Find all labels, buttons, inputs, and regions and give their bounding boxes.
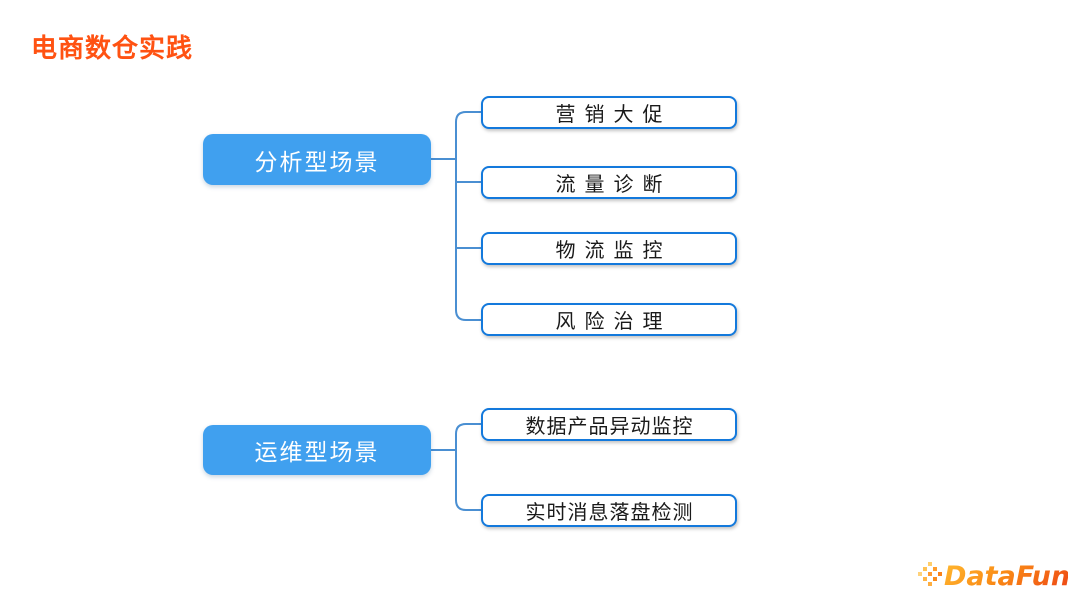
- node-label: 流量诊断: [555, 172, 672, 196]
- node-logistics-monitoring: 物流监控: [481, 232, 737, 265]
- node-data-product-anomaly-monitoring: 数据产品异动监控: [481, 408, 737, 441]
- datafun-logo: DataFun.: [918, 554, 1080, 600]
- connector-group2-trunk: [455, 423, 481, 511]
- node-label: 分析型场景: [254, 149, 380, 176]
- logo-pixel-dots-icon: [918, 562, 942, 586]
- node-operational-scenarios: 运维型场景: [203, 425, 431, 475]
- datafun-logo-graphic: DataFun.: [918, 561, 1080, 592]
- node-marketing-promotion: 营销大促: [481, 96, 737, 129]
- node-label: 物流监控: [555, 238, 672, 262]
- node-risk-governance: 风险治理: [481, 303, 737, 336]
- logo-wordmark: DataFun.: [944, 561, 1068, 592]
- page-title: 电商数仓实践: [31, 34, 194, 64]
- node-label: 数据产品异动监控: [525, 414, 694, 438]
- node-traffic-diagnosis: 流量诊断: [481, 166, 737, 199]
- node-label: 实时消息落盘检测: [525, 500, 694, 524]
- node-label: 风险治理: [555, 309, 672, 333]
- connector-group1-trunk: [455, 111, 481, 321]
- node-label: 运维型场景: [254, 440, 380, 466]
- node-realtime-message-landing-check: 实时消息落盘检测: [481, 494, 737, 527]
- node-analytical-scenarios: 分析型场景: [203, 134, 431, 185]
- node-label: 营销大促: [555, 102, 672, 126]
